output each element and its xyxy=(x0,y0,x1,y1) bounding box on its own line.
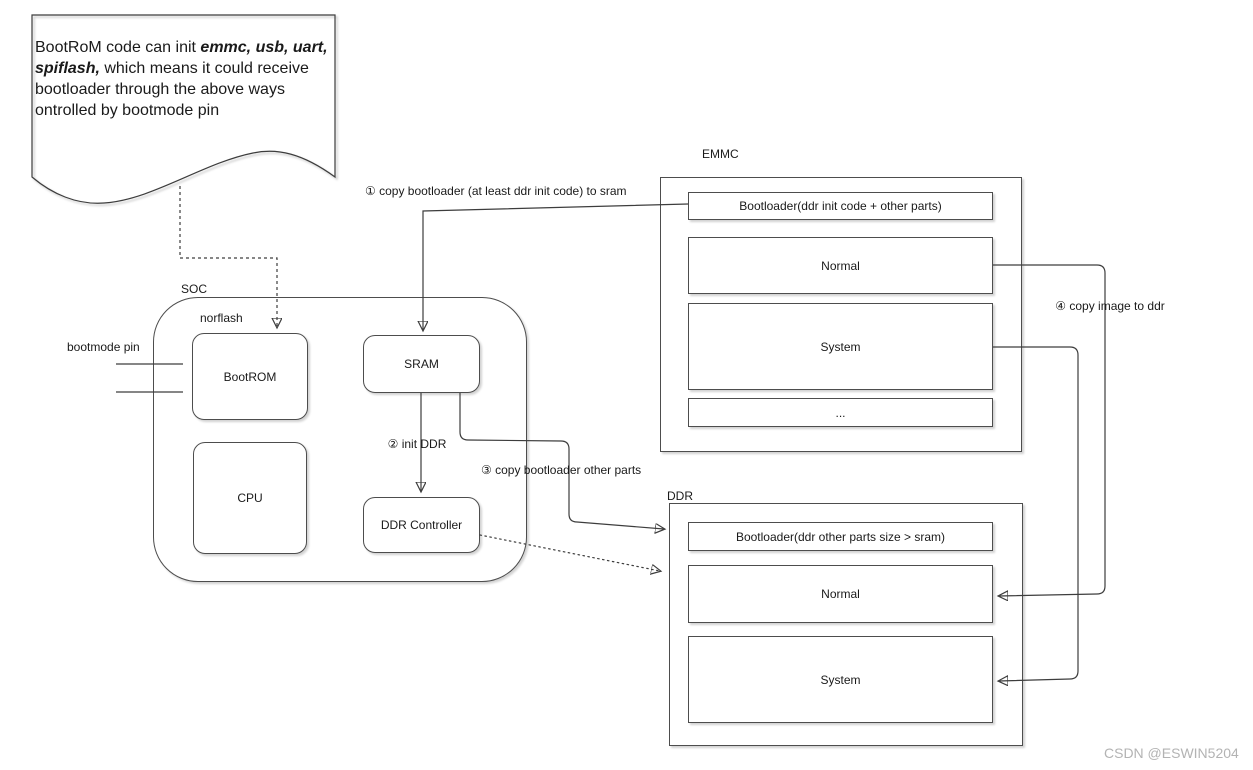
step3-label: ③ copy bootloader other parts xyxy=(481,463,642,477)
bootrom-label: BootROM xyxy=(223,369,277,384)
emmc-partition-normal-label: Normal xyxy=(821,258,860,273)
ddr-label: DDR xyxy=(667,489,693,503)
ddr-partition-bootloader: Bootloader(ddr other parts size > sram) xyxy=(688,522,993,551)
sram-label: SRAM xyxy=(404,357,439,371)
ddr-controller-block: DDR Controller xyxy=(363,497,480,553)
step1-label: ① copy bootloader (at least ddr init cod… xyxy=(365,184,627,198)
step2-label: ② init DDR xyxy=(387,437,447,451)
ddr-partition-system-label: System xyxy=(820,672,861,687)
cpu-label: CPU xyxy=(237,491,263,505)
norflash-label: norflash xyxy=(200,311,243,325)
ddr-partition-system: System xyxy=(688,636,993,723)
cpu-block: CPU xyxy=(193,442,307,554)
emmc-partition-system: System xyxy=(688,303,993,390)
ddr-controller-label: DDR Controller xyxy=(380,518,463,532)
note-text-prefix: BootRoM code can init xyxy=(35,39,201,56)
sram-block: SRAM xyxy=(363,335,480,393)
ddr-partition-normal: Normal xyxy=(688,565,993,623)
bootmode-pin-label: bootmode pin xyxy=(67,340,140,354)
emmc-partition-bootloader: Bootloader(ddr init code + other parts) xyxy=(688,192,993,220)
watermark: CSDN @ESWIN5204 xyxy=(1104,745,1239,761)
emmc-partition-bootloader-label: Bootloader(ddr init code + other parts) xyxy=(739,199,942,213)
ddr-partition-bootloader-label: Bootloader(ddr other parts size > sram) xyxy=(735,529,946,544)
ddr-partition-normal-label: Normal xyxy=(821,587,860,601)
emmc-partition-more-label: ... xyxy=(835,405,846,420)
emmc-partition-more: ... xyxy=(688,398,993,427)
soc-label: SOC xyxy=(181,282,208,296)
emmc-partition-system-label: System xyxy=(820,339,861,354)
bootrom-block: BootROM xyxy=(192,333,308,420)
emmc-partition-normal: Normal xyxy=(688,237,993,294)
note-text: BootRoM code can init emmc, usb, uart, s… xyxy=(35,37,333,121)
emmc-label: EMMC xyxy=(702,147,739,161)
step4-label: ④ copy image to ddr xyxy=(1055,299,1165,313)
